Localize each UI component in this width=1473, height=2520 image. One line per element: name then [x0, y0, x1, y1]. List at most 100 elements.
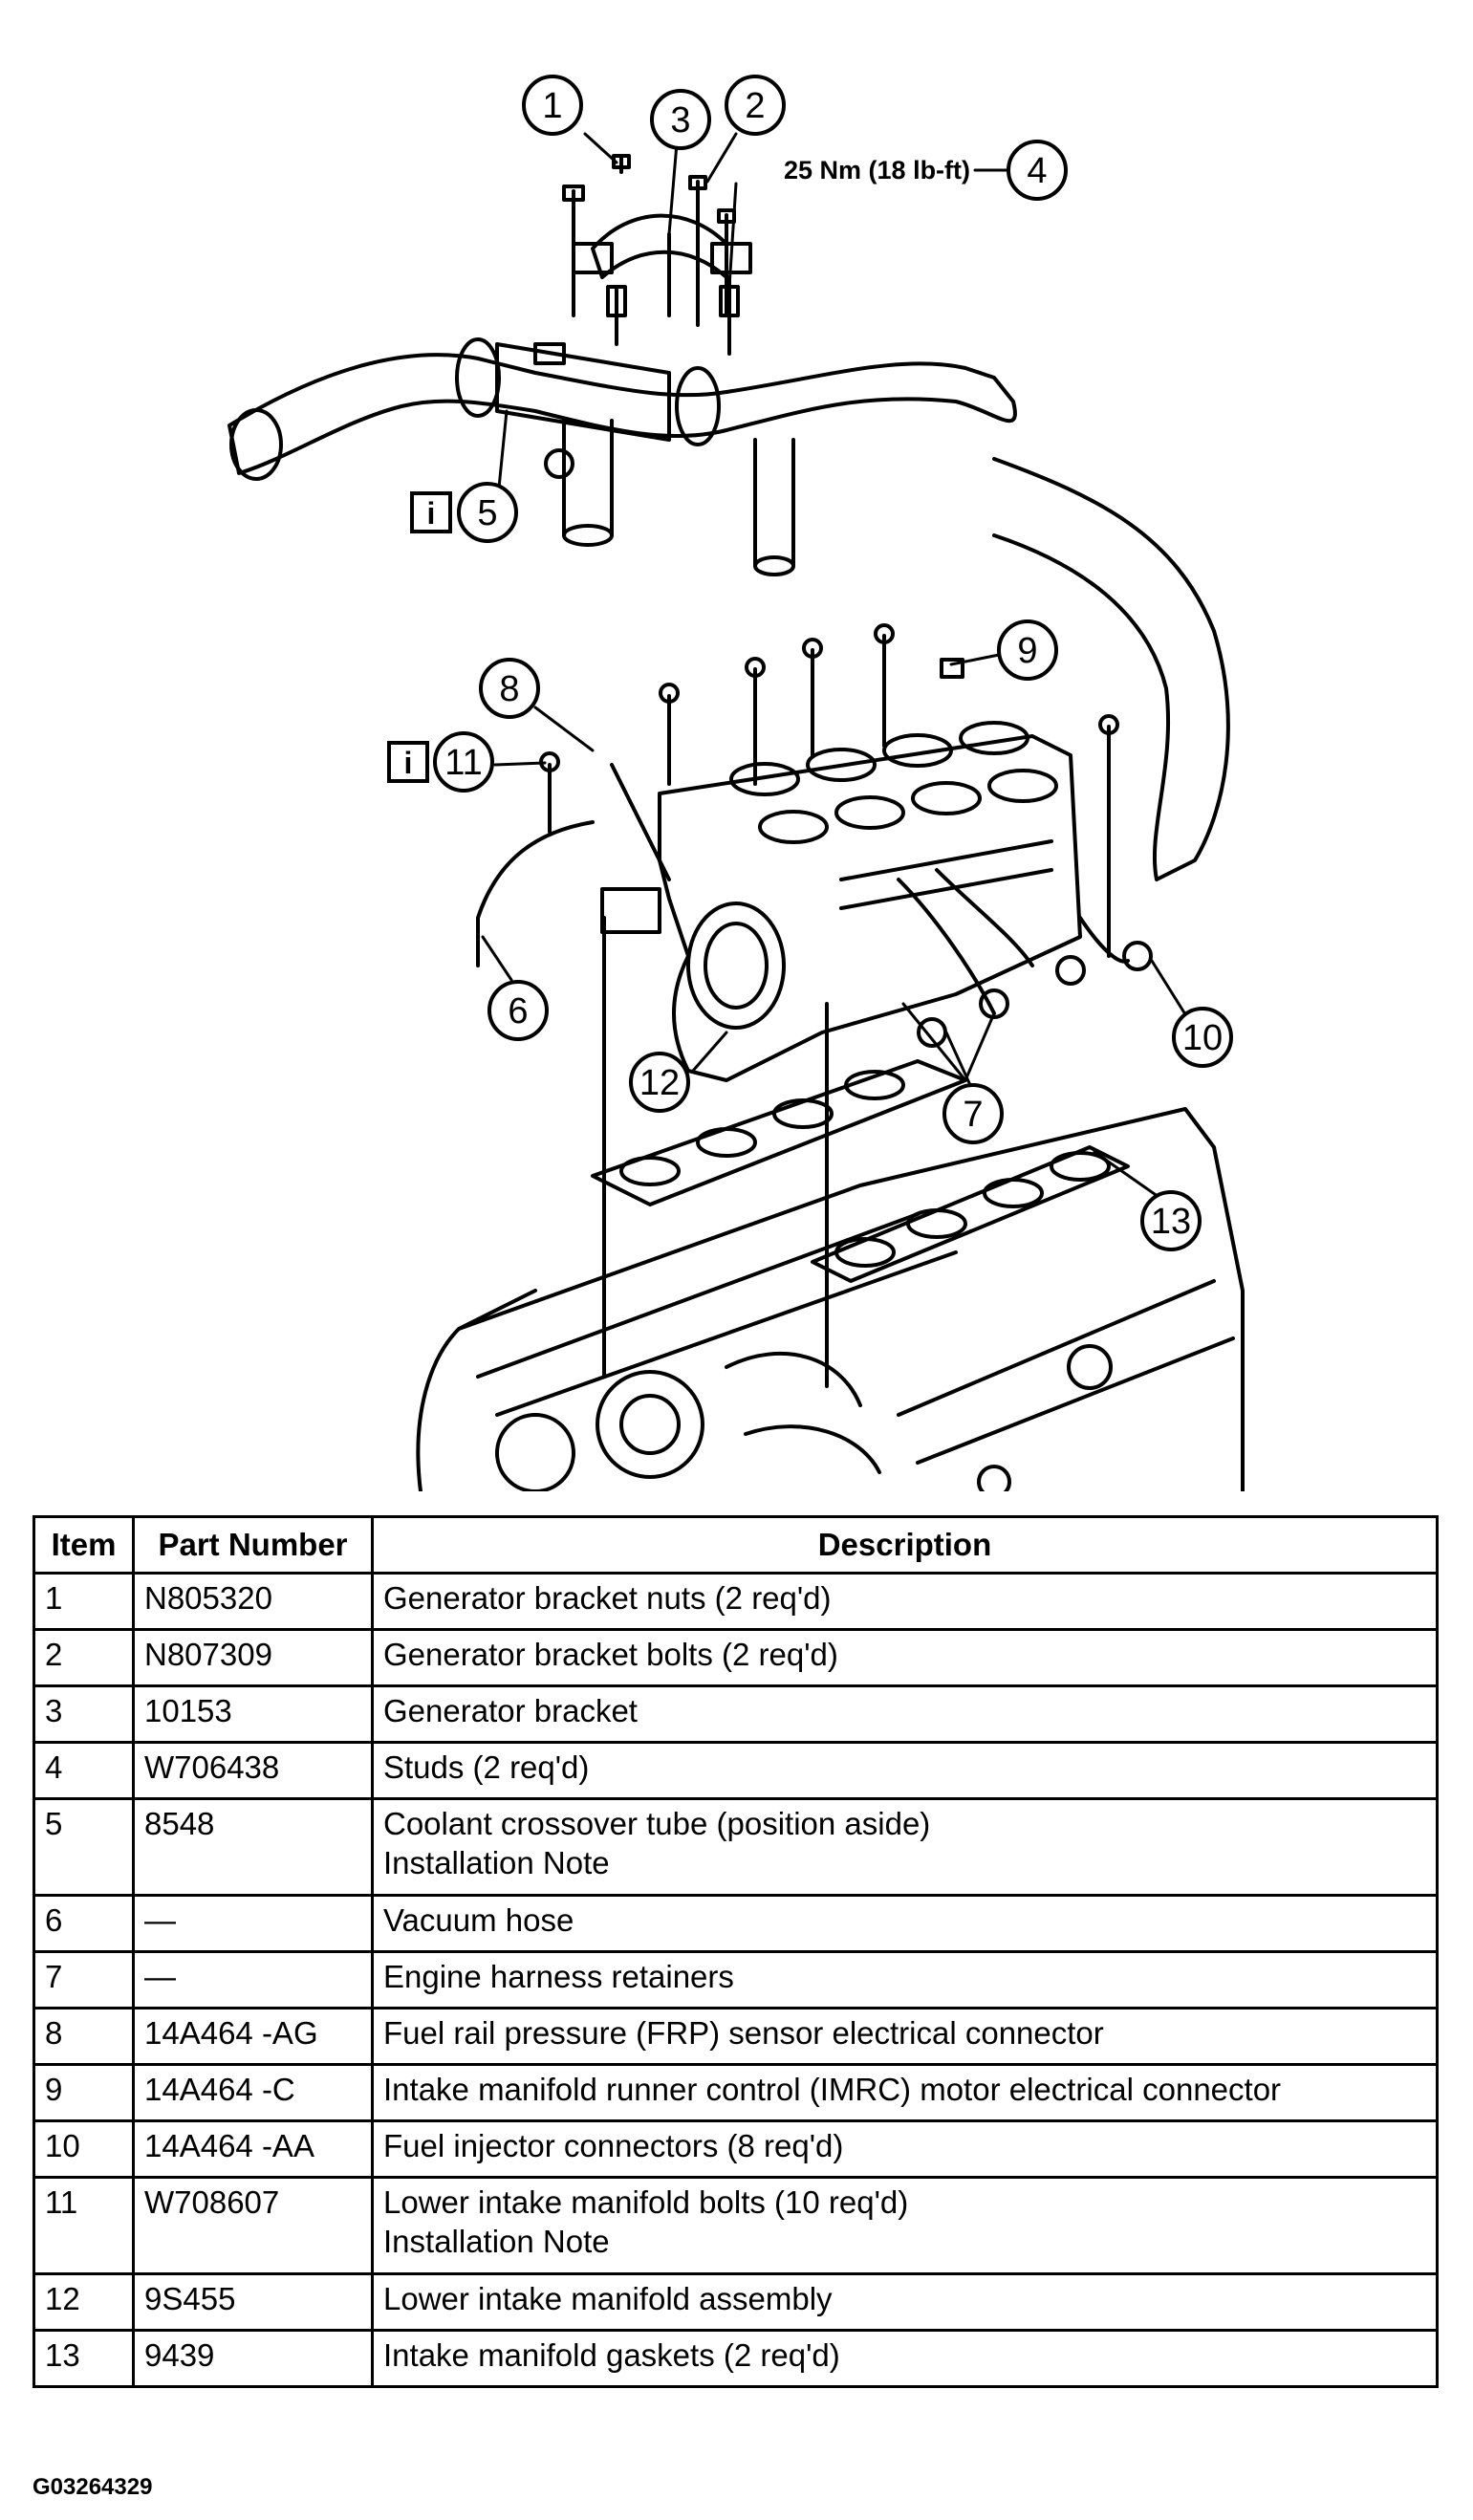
part-number: 14A464 -AG: [132, 2007, 374, 2066]
item-number: 5: [32, 1797, 135, 1897]
part-number: 9439: [132, 2329, 374, 2388]
callout-leaders: [481, 132, 1202, 1221]
item-number: 4: [32, 1741, 135, 1800]
item-number: 8: [32, 2007, 135, 2066]
coolant-crossover-tube: [227, 337, 1230, 881]
callout-6: 6: [487, 980, 549, 1041]
callout-4: 4: [1007, 140, 1068, 201]
item-number: 13: [32, 2329, 135, 2388]
header-part-number: Part Number: [132, 1515, 374, 1575]
description: Lower intake manifold bolts (10 req'd)In…: [371, 2176, 1439, 2275]
svg-text:7: 7: [963, 1095, 983, 1135]
description: Intake manifold runner control (IMRC) mo…: [371, 2063, 1439, 2122]
description-text: Generator bracket bolts (2 req'd): [383, 1637, 838, 1672]
callout-5: 5: [457, 482, 518, 543]
header-description: Description: [371, 1515, 1439, 1575]
part-number: 8548: [132, 1797, 374, 1897]
part-number: N807309: [132, 1628, 374, 1687]
item-number: 7: [32, 1950, 135, 2009]
description-text: Generator bracket nuts (2 req'd): [383, 1580, 832, 1616]
description-text: Engine harness retainers: [383, 1959, 734, 1994]
intake-manifold-gaskets: [591, 916, 1130, 1388]
part-number: 14A464 -AA: [132, 2119, 374, 2179]
description: Coolant crossover tube (position aside) I…: [371, 1797, 1439, 1897]
engine-harness: [897, 868, 1130, 1015]
info-icon[interactable]: i: [410, 491, 452, 533]
part-number: 9S455: [132, 2272, 374, 2332]
item-number: 12: [32, 2272, 135, 2332]
fasteners: [539, 154, 1119, 958]
exploded-view-diagram: 25 Nm (18 lb-ft) i i 1 2 3 4 5 6 7 8 9 1…: [227, 75, 1245, 1491]
svg-text:10: 10: [1182, 1018, 1223, 1058]
svg-text:i: i: [404, 746, 413, 780]
description-text: Lower intake manifold assembly: [383, 2281, 833, 2316]
item-number: 10: [32, 2119, 135, 2179]
description: Lower intake manifold assembly: [371, 2272, 1439, 2332]
lower-intake-manifold: [600, 721, 1153, 1082]
svg-text:4: 4: [1027, 151, 1047, 191]
header-item: Item: [32, 1515, 135, 1575]
svg-text:9: 9: [1017, 631, 1037, 671]
description-text: Studs (2 req'd): [383, 1749, 590, 1785]
callout-8: 8: [479, 658, 540, 719]
description-text: Generator bracket: [383, 1693, 638, 1728]
svg-text:6: 6: [508, 991, 528, 1032]
svg-text:5: 5: [477, 493, 497, 533]
callout-1: 1: [522, 75, 583, 136]
torque-spec: 25 Nm (18 lb-ft): [784, 156, 970, 185]
generator-bracket: [572, 213, 752, 317]
callout-10: 10: [1172, 1007, 1233, 1068]
installation-note-link[interactable]: Installation Note: [383, 1845, 610, 1881]
callout-7: 7: [942, 1083, 1004, 1144]
item-number: 6: [32, 1894, 135, 1953]
item-number: 9: [32, 2063, 135, 2122]
description: Fuel rail pressure (FRP) sensor electric…: [371, 2007, 1439, 2066]
description-text: Intake manifold runner control (IMRC) mo…: [383, 2072, 1282, 2107]
item-number: 2: [32, 1628, 135, 1687]
part-number: W708607: [132, 2176, 374, 2275]
svg-text:i: i: [427, 496, 436, 531]
table-row: 6—Vacuum hose: [32, 1894, 1439, 1953]
table-row: 7— Engine harness retainers: [32, 1950, 1439, 2009]
table-header-row: Item Part Number Description: [32, 1515, 1439, 1575]
part-number: 14A464 -C: [132, 2063, 374, 2122]
description: Generator bracket bolts (2 req'd): [371, 1628, 1439, 1687]
part-number: —: [132, 1950, 374, 2009]
svg-text:2: 2: [745, 86, 765, 126]
callout-9: 9: [997, 619, 1058, 681]
item-number: 11: [32, 2176, 135, 2275]
description-text: Vacuum hose: [383, 1902, 574, 1938]
description: Vacuum hose: [371, 1894, 1439, 1953]
svg-text:12: 12: [639, 1063, 680, 1103]
description: Generator bracket: [371, 1684, 1439, 1744]
part-number: —: [132, 1894, 374, 1953]
vacuum-hose: [476, 820, 595, 967]
installation-note-link[interactable]: Installation Note: [383, 2224, 610, 2260]
callout-2: 2: [725, 75, 786, 136]
svg-text:11: 11: [444, 743, 482, 783]
description: Intake manifold gaskets (2 req'd): [371, 2329, 1439, 2388]
callout-11: 11: [433, 731, 494, 793]
info-icon[interactable]: i: [387, 741, 429, 783]
svg-text:8: 8: [499, 669, 519, 709]
svg-text:13: 13: [1151, 1202, 1191, 1242]
svg-text:1: 1: [542, 86, 562, 126]
description-text: Coolant crossover tube (position aside): [383, 1806, 931, 1841]
description-text: Fuel injector connectors (8 req'd): [383, 2128, 844, 2163]
item-number: 3: [32, 1684, 135, 1744]
callout-12: 12: [629, 1052, 690, 1113]
description: Studs (2 req'd): [371, 1741, 1439, 1800]
item-number: 1: [32, 1572, 135, 1631]
